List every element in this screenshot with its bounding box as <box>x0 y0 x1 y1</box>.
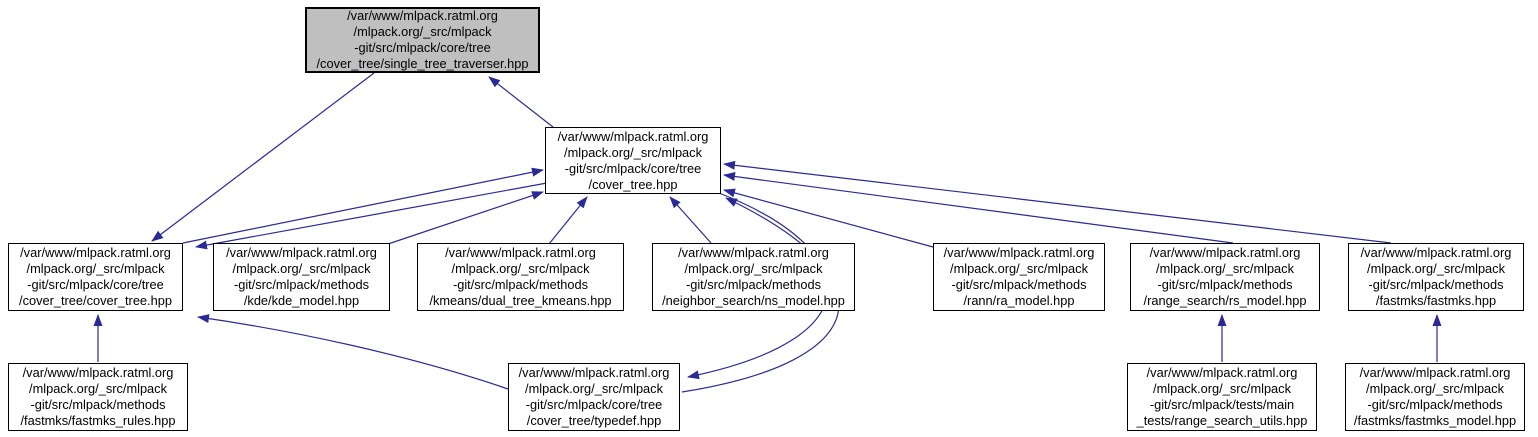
node-text-line: /fastmks/fastmks_model.hpp <box>1353 413 1517 428</box>
node-text-line: /mlpack.org/_src/mlpack <box>26 261 165 276</box>
node-rs-model-hpp[interactable]: /var/www/mlpack.ratml.org /mlpack.org/_s… <box>1130 243 1320 311</box>
node-text-line: /mlpack.org/_src/mlpack <box>451 261 590 276</box>
node-text-line: -git/src/mlpack/methods <box>1368 277 1504 292</box>
node-text-line: /neighbor_search/ns_model.hpp <box>662 293 845 308</box>
node-ra-model-hpp[interactable]: /var/www/mlpack.ratml.org /mlpack.org/_s… <box>933 243 1105 311</box>
node-text-line: /var/www/mlpack.ratml.org <box>557 128 709 144</box>
node-text-line: /mlpack.org/_src/mlpack <box>950 261 1088 276</box>
node-fastmks-hpp[interactable]: /var/www/mlpack.ratml.org /mlpack.org/_s… <box>1348 243 1524 311</box>
node-text-line: /var/www/mlpack.ratml.org <box>678 245 829 260</box>
node-text-line: -git/src/mlpack/methods <box>1157 277 1293 292</box>
edge-covertree-to-covertreecovertree <box>195 182 548 250</box>
node-text-line: /var/www/mlpack.ratml.org <box>943 245 1095 260</box>
node-text-line: /cover_tree/single_tree_traverser.hpp <box>316 56 529 71</box>
node-text-line: -git/src/mlpack/tests/main <box>1149 397 1295 412</box>
node-text-line: /kmeans/dual_tree_kmeans.hpp <box>429 293 612 308</box>
node-text-line: /mlpack.org/_src/mlpack <box>29 381 167 396</box>
node-text-line: /var/www/mlpack.ratml.org <box>518 365 670 380</box>
node-text-line: _tests/range_search_utils.hpp <box>1136 413 1308 428</box>
node-text-line: /rann/ra_model.hpp <box>963 293 1075 308</box>
edge-rsmodel-to-covertree <box>723 171 1234 244</box>
node-single-tree-traverser-hpp[interactable]: /var/www/mlpack.ratml.org /mlpack.org/_s… <box>305 7 540 73</box>
node-text-line: -git/src/mlpack/core/tree <box>354 40 491 55</box>
node-text-line: -git/src/mlpack/core/tree <box>564 160 702 176</box>
node-text-line: /mlpack.org/_src/mlpack <box>353 24 492 39</box>
node-text-line: -git/src/mlpack/core/tree <box>27 277 164 292</box>
node-text-line: /var/www/mlpack.ratml.org <box>22 365 174 380</box>
node-text-line: /mlpack.org/_src/mlpack <box>1156 261 1294 276</box>
edge-kde-to-covertree <box>387 191 544 245</box>
edge-kmeans-to-covertree <box>548 196 588 245</box>
node-text-line: /fastmks/fastmks_rules.hpp <box>20 413 176 428</box>
node-text-line: -git/src/mlpack/methods <box>685 277 822 292</box>
edge-nsmodel-to-covertree <box>669 196 712 244</box>
node-text-line: -git/src/mlpack/methods <box>452 277 589 292</box>
node-dual-tree-kmeans-hpp[interactable]: /var/www/mlpack.ratml.org /mlpack.org/_s… <box>417 243 624 311</box>
node-text-line: /cover_tree/typedef.hpp <box>526 413 662 428</box>
node-text-line: /mlpack.org/_src/mlpack <box>1366 381 1504 396</box>
node-text-line: -git/src/mlpack/core/tree <box>525 397 663 412</box>
node-text-line: -git/src/mlpack/methods <box>951 277 1087 292</box>
node-text-line: /var/www/mlpack.ratml.org <box>1149 245 1301 260</box>
node-text-line: /mlpack.org/_src/mlpack <box>684 261 823 276</box>
node-text-line: /cover_tree.hpp <box>588 176 678 192</box>
node-kde-model-hpp[interactable]: /var/www/mlpack.ratml.org /mlpack.org/_s… <box>213 243 390 311</box>
edge-typedef-to-covertreecovertree <box>197 314 509 390</box>
node-text-line: /mlpack.org/_src/mlpack <box>232 261 371 276</box>
node-text-line: -git/src/mlpack/methods <box>30 397 166 412</box>
node-text-line: /var/www/mlpack.ratml.org <box>1146 365 1298 380</box>
node-cover-tree-cover-tree-hpp[interactable]: /var/www/mlpack.ratml.org /mlpack.org/_s… <box>8 243 183 311</box>
node-text-line: /var/www/mlpack.ratml.org <box>1360 245 1512 260</box>
node-fastmks-model-hpp[interactable]: /var/www/mlpack.ratml.org /mlpack.org/_s… <box>1345 363 1525 431</box>
edge-fastmks-to-covertree <box>723 160 1392 244</box>
node-text-line: /range_search/rs_model.hpp <box>1143 293 1307 308</box>
node-cover-tree-hpp[interactable]: /var/www/mlpack.ratml.org /mlpack.org/_s… <box>545 127 721 194</box>
node-text-line: /mlpack.org/_src/mlpack <box>1367 261 1505 276</box>
node-text-line: /mlpack.org/_src/mlpack <box>564 144 702 160</box>
node-text-line: /cover_tree/cover_tree.hpp <box>19 293 172 308</box>
node-text-line: /var/www/mlpack.ratml.org <box>20 245 171 260</box>
node-typedef-hpp[interactable]: /var/www/mlpack.ratml.org /mlpack.org/_s… <box>508 363 680 431</box>
edge-covertreecovertree-to-covertree <box>182 167 544 244</box>
node-text-line: /var/www/mlpack.ratml.org <box>347 8 498 23</box>
node-text-line: /var/www/mlpack.ratml.org <box>1359 365 1511 380</box>
edge-typedef-to-covertree <box>681 197 840 393</box>
node-text-line: /kde/kde_model.hpp <box>243 293 360 308</box>
node-ns-model-hpp[interactable]: /var/www/mlpack.ratml.org /mlpack.org/_s… <box>652 243 855 311</box>
node-text-line: /mlpack.org/_src/mlpack <box>1153 381 1291 396</box>
edge-covertree-to-traverser <box>488 76 554 128</box>
node-text-line: /var/www/mlpack.ratml.org <box>445 245 596 260</box>
node-text-line: /fastmks/fastmks.hpp <box>1375 293 1497 308</box>
node-text-line: /var/www/mlpack.ratml.org <box>226 245 377 260</box>
edge-traverser-to-covertreecovertree <box>151 72 375 242</box>
node-fastmks-rules-hpp[interactable]: /var/www/mlpack.ratml.org /mlpack.org/_s… <box>8 363 188 431</box>
node-text-line: -git/src/mlpack/methods <box>233 277 370 292</box>
node-text-line: -git/src/mlpack/methods <box>1367 397 1503 412</box>
node-range-search-utils-hpp[interactable]: /var/www/mlpack.ratml.org /mlpack.org/_s… <box>1127 363 1317 431</box>
node-text-line: /mlpack.org/_src/mlpack <box>525 381 663 396</box>
edge-ramodel-to-covertree <box>723 188 934 248</box>
